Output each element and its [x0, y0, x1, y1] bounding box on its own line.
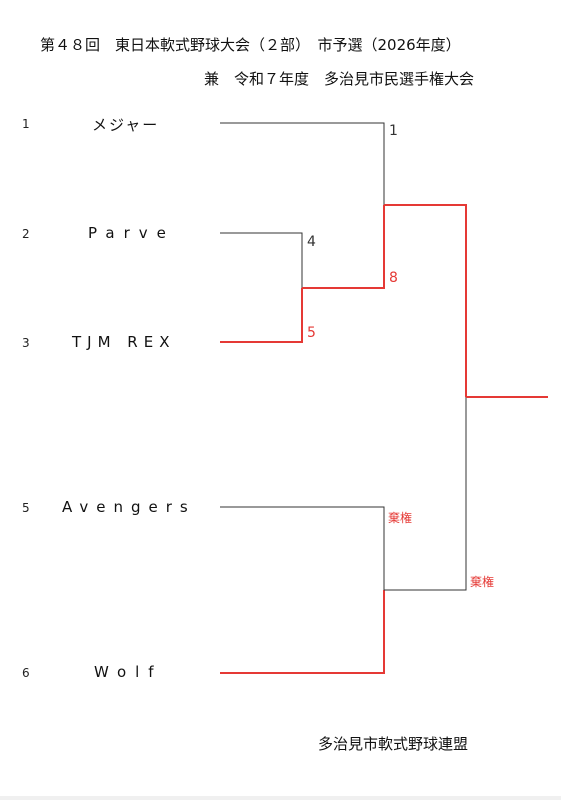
score-majors-semifinal: 1 [389, 123, 398, 139]
bracket-line-final-bottom [384, 397, 467, 591]
team-name: Parve [88, 224, 175, 242]
seed-number: 3 [22, 336, 30, 350]
bracket-line-tjmrex [220, 288, 303, 343]
bracket-line-parve [220, 232, 303, 288]
score-tjmrex-semifinal: 8 [389, 270, 398, 286]
team-name: メジャー [92, 116, 160, 134]
organizer-name: 多治見市軟式野球連盟 [318, 735, 469, 753]
bracket-line-majors [220, 122, 385, 205]
score-parve-round1: 4 [307, 234, 316, 250]
bracket-line-avengers [220, 506, 385, 590]
score-tjmrex-round1: 5 [307, 325, 316, 341]
seed-number: 1 [22, 117, 30, 131]
score-final-forfeit: 棄権 [470, 575, 495, 589]
seed-number: 2 [22, 227, 30, 241]
team-name: Wolf [94, 663, 163, 681]
team-name: TJM REX [72, 333, 176, 351]
team-name: Avengers [62, 498, 196, 516]
score-avengers-forfeit: 棄権 [388, 511, 413, 525]
bracket-line-wolf [220, 590, 385, 674]
tournament-title: 第４８回 東日本軟式野球大会（２部） 市予選（2026年度） [40, 36, 461, 54]
page-bottom-divider [0, 796, 561, 800]
seed-number: 5 [22, 501, 30, 515]
seed-number: 6 [22, 666, 30, 680]
bracket-line-tjmrex-advance [302, 205, 385, 289]
tournament-subtitle: 兼 令和７年度 多治見市民選手権大会 [204, 70, 475, 88]
bracket-line-final-top [384, 204, 467, 397]
